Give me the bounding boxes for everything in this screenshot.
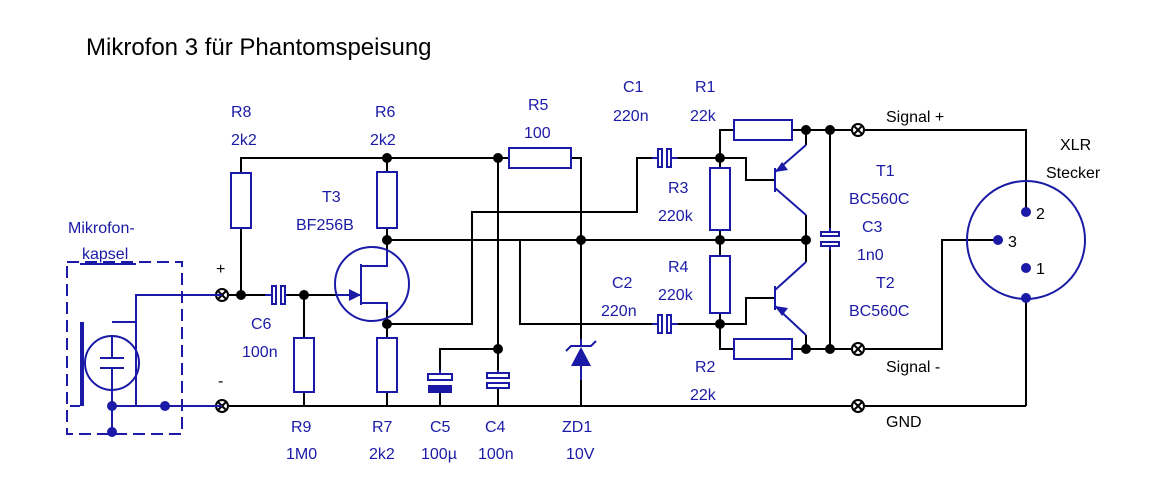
junction-dots bbox=[236, 125, 835, 354]
label-c1-value: 220n bbox=[613, 108, 649, 125]
label-r4-value: 220k bbox=[658, 287, 694, 304]
label-signal-plus: Signal + bbox=[886, 109, 944, 126]
label-r5-name: R5 bbox=[528, 97, 549, 114]
label-gnd: GND bbox=[886, 414, 922, 431]
label-r7-value: 2k2 bbox=[369, 446, 395, 463]
label-r1-name: R1 bbox=[695, 79, 716, 96]
transistor-t2 bbox=[774, 261, 807, 336]
label-r2-name: R2 bbox=[695, 359, 716, 376]
label-t1-name: T1 bbox=[876, 163, 895, 180]
capacitor-c4 bbox=[486, 370, 510, 389]
resistor-r6 bbox=[376, 171, 398, 229]
resistor-r2 bbox=[733, 338, 793, 360]
label-r5-value: 100 bbox=[524, 125, 551, 142]
resistor-r5 bbox=[508, 147, 572, 169]
capacitor-c2 bbox=[652, 314, 678, 334]
capacitor-c6 bbox=[265, 285, 287, 305]
terminal-gnd bbox=[851, 399, 865, 413]
resistor-r9 bbox=[293, 337, 315, 393]
zener-diode-zd1 bbox=[565, 339, 597, 380]
label-c2-value: 220n bbox=[601, 303, 637, 320]
label-pin-3: 3 bbox=[1008, 234, 1017, 251]
label-mic-line1: Mikrofon- bbox=[68, 220, 135, 237]
label-r8-name: R8 bbox=[231, 104, 252, 121]
terminal-signal-plus bbox=[851, 123, 865, 137]
label-r6-name: R6 bbox=[375, 104, 396, 121]
label-r3-value: 220k bbox=[658, 208, 694, 225]
label-c6-name: C6 bbox=[251, 316, 272, 333]
resistor-r7 bbox=[376, 337, 398, 393]
label-c2-name: C2 bbox=[612, 275, 633, 292]
label-r7-name: R7 bbox=[372, 419, 393, 436]
label-t1-value: BC560C bbox=[849, 191, 909, 208]
terminal-signal-minus bbox=[851, 342, 865, 356]
label-zd1-name: ZD1 bbox=[562, 419, 592, 436]
capacitor-c1 bbox=[652, 148, 678, 168]
label-xlr: XLR bbox=[1060, 137, 1091, 154]
resistor-r4 bbox=[709, 255, 731, 314]
label-t2-name: T2 bbox=[876, 275, 895, 292]
label-c4-name: C4 bbox=[485, 419, 506, 436]
label-r8-value: 2k2 bbox=[231, 132, 257, 149]
label-t2-value: BC560C bbox=[849, 303, 909, 320]
label-r4-name: R4 bbox=[668, 259, 689, 276]
label-c5-value: 100µ bbox=[421, 446, 457, 463]
label-stecker: Stecker bbox=[1046, 165, 1101, 182]
label-r6-value: 2k2 bbox=[370, 132, 396, 149]
resistor-r1 bbox=[733, 119, 793, 141]
label-signal-minus: Signal - bbox=[886, 359, 940, 376]
label-plus: + bbox=[216, 261, 225, 278]
label-r9-name: R9 bbox=[291, 419, 312, 436]
label-c1-name: C1 bbox=[623, 79, 644, 96]
label-minus: - bbox=[218, 373, 223, 390]
label-t3-name: T3 bbox=[322, 189, 341, 206]
resistor-r3 bbox=[709, 167, 731, 231]
xlr-connector bbox=[966, 180, 1086, 303]
capacitor-c5 bbox=[427, 370, 453, 393]
label-t3-value: BF256B bbox=[296, 217, 354, 234]
transistor-t1 bbox=[774, 144, 807, 216]
label-r9-value: 1M0 bbox=[286, 446, 317, 463]
wires bbox=[229, 129, 1027, 407]
label-c6-value: 100n bbox=[242, 344, 278, 361]
label-r2-value: 22k bbox=[690, 387, 717, 404]
label-zd1-value: 10V bbox=[566, 446, 595, 463]
label-c5-name: C5 bbox=[430, 419, 451, 436]
label-mic-line2: kapsel bbox=[82, 246, 128, 263]
mic-capsule bbox=[66, 261, 222, 437]
resistor-r8 bbox=[230, 172, 252, 229]
label-r1-value: 22k bbox=[690, 108, 717, 125]
label-pin-1: 1 bbox=[1036, 261, 1045, 278]
diagram-title: Mikrofon 3 für Phantomspeisung bbox=[86, 34, 432, 61]
capacitor-c3 bbox=[820, 228, 840, 250]
label-r3-name: R3 bbox=[668, 180, 689, 197]
label-pin-2: 2 bbox=[1036, 206, 1045, 223]
label-c3-value: 1n0 bbox=[857, 247, 884, 264]
label-c3-name: C3 bbox=[862, 219, 883, 236]
label-c4-value: 100n bbox=[478, 446, 514, 463]
jfet-t3 bbox=[334, 246, 410, 322]
